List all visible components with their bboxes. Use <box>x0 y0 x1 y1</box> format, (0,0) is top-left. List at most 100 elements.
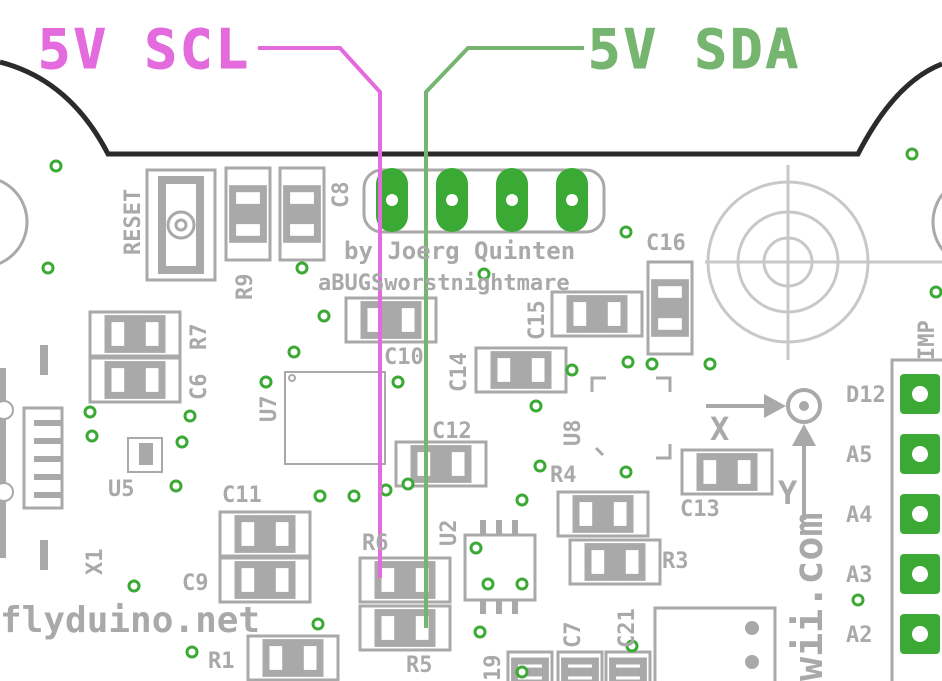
via <box>295 261 309 275</box>
part-c7 <box>556 650 604 681</box>
part-c19 <box>506 650 554 681</box>
label-r9: R9 <box>233 274 258 301</box>
via <box>401 477 415 491</box>
label-c16: C16 <box>646 231 686 256</box>
i2c-pin-header <box>362 168 606 234</box>
header-pin-label: A2 <box>846 623 873 648</box>
via <box>49 159 63 173</box>
part-r4 <box>556 490 650 538</box>
label-r3: R3 <box>662 549 689 574</box>
board-outline <box>0 59 942 157</box>
label-c8: C8 <box>329 182 354 209</box>
via <box>85 429 99 443</box>
label-r1: R1 <box>208 649 235 674</box>
via <box>347 489 361 503</box>
part-c8 <box>278 166 326 262</box>
via <box>515 493 529 507</box>
label-c9: C9 <box>182 571 209 596</box>
via <box>169 479 183 493</box>
axis-origin-marker <box>706 388 822 520</box>
part-c6 <box>88 356 182 404</box>
credit-author: by Joerg Quinten <box>344 237 575 265</box>
via <box>905 147 919 161</box>
via <box>391 375 405 389</box>
label-c7: C7 <box>561 622 586 649</box>
website-left-label: flyduino.net <box>0 600 260 641</box>
label-c10: C10 <box>384 345 424 370</box>
credit-handle: aBUGSworstnightmare <box>318 271 570 296</box>
mounting-holes <box>0 179 942 265</box>
part-c11 <box>218 510 312 558</box>
part-c15 <box>550 290 644 338</box>
smd-parts <box>88 166 774 681</box>
part-c13 <box>680 448 774 496</box>
via <box>473 625 487 639</box>
via <box>311 617 325 631</box>
label-u2: U2 <box>437 520 462 547</box>
header-pin-label: A3 <box>846 563 873 588</box>
sda-signal-label: 5V SDA <box>588 18 801 81</box>
via <box>313 489 327 503</box>
label-u7: U7 <box>257 396 282 423</box>
via <box>83 405 97 419</box>
part-r5 <box>358 604 452 652</box>
scl-trace <box>258 46 382 578</box>
part-c12 <box>394 440 488 488</box>
y-axis-label: Y <box>778 474 798 512</box>
via <box>851 593 865 607</box>
via <box>379 483 393 497</box>
u8-corners <box>590 376 672 460</box>
part-c14 <box>474 346 568 394</box>
via <box>175 435 189 449</box>
via <box>703 357 717 371</box>
header-pin-label: A5 <box>846 443 873 468</box>
label-r4: R4 <box>550 463 577 488</box>
part-c10 <box>344 296 438 344</box>
via <box>645 357 659 371</box>
via <box>515 665 529 679</box>
part-r1 <box>246 634 340 681</box>
x-axis-label: X <box>710 410 729 448</box>
part-r3 <box>568 538 662 586</box>
via <box>625 639 639 653</box>
via <box>317 309 331 323</box>
label-c19: 19 <box>481 655 506 681</box>
via <box>529 399 543 413</box>
sda-trace <box>424 46 584 628</box>
via <box>515 577 529 591</box>
website-right-label: wii.com <box>786 512 832 681</box>
label-r6: R6 <box>362 531 389 556</box>
part-r9 <box>224 166 272 262</box>
label-r5: R5 <box>406 653 433 678</box>
via <box>533 459 547 473</box>
label-r7: R7 <box>187 324 212 351</box>
label-imp: IMP <box>915 320 940 360</box>
label-c11: C11 <box>222 483 262 508</box>
via <box>185 645 199 659</box>
via <box>481 577 495 591</box>
part-r7 <box>88 310 182 358</box>
crosshair-target <box>705 165 942 360</box>
label-u5: U5 <box>108 477 135 502</box>
label-reset: RESET <box>121 189 146 255</box>
part-c21 <box>604 650 652 681</box>
via <box>287 345 301 359</box>
part-c16 <box>646 260 694 356</box>
via <box>621 355 635 369</box>
via <box>469 541 483 555</box>
via <box>183 409 197 423</box>
label-x1: X1 <box>83 549 108 576</box>
via <box>929 285 942 299</box>
part-c9 <box>218 556 312 604</box>
u2-pins <box>480 520 518 614</box>
label-c13: C13 <box>680 497 720 522</box>
reset-switch <box>145 168 217 282</box>
label-c15: C15 <box>525 300 550 340</box>
via <box>259 375 273 389</box>
label-u8: U8 <box>561 420 586 447</box>
via <box>619 465 633 479</box>
vias <box>41 147 942 679</box>
header-pin-label: D12 <box>846 383 886 408</box>
label-c14: C14 <box>447 352 472 392</box>
